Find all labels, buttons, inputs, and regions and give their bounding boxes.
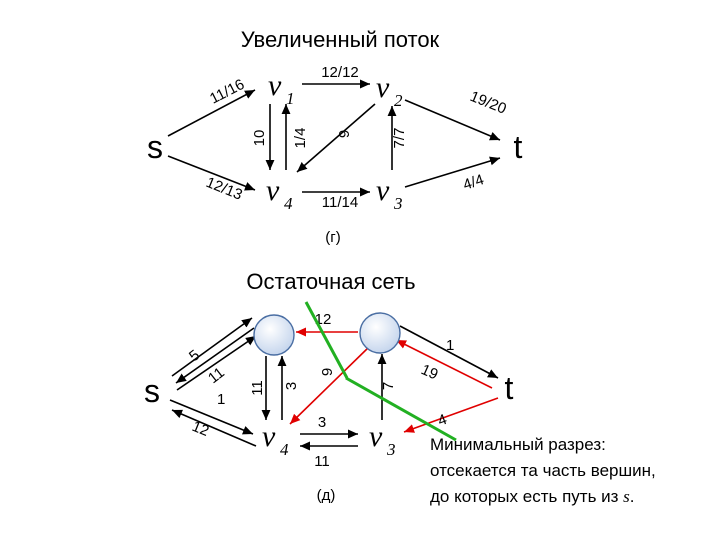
- edge-s-v1: [167, 89, 256, 137]
- edge-s-v1-b: [176, 335, 257, 391]
- node-v3-bottom: v 3: [369, 420, 396, 459]
- residual-network-graph: Остаточная сеть 5 11 1 12 11 3 9 7 12: [144, 269, 656, 506]
- svg-text:3: 3: [393, 194, 403, 213]
- min-cut-note-line-3: до которых есть путь из s.: [430, 487, 635, 506]
- min-cut-note-line-2: отсекается та часть вершин,: [430, 461, 656, 480]
- svg-text:4: 4: [280, 440, 289, 459]
- label-v2-v4: 9: [336, 130, 353, 138]
- node-v1-bottom: [253, 314, 295, 356]
- svg-text:v: v: [266, 174, 280, 207]
- label-t-v3: 4: [436, 411, 450, 430]
- svg-text:4: 4: [284, 194, 293, 213]
- svg-text:v: v: [262, 420, 276, 453]
- node-v1-top: v 1: [268, 69, 295, 108]
- label-v1-v4: 11: [249, 380, 266, 396]
- edge-s-v4: [167, 155, 256, 191]
- min-cut-note: Минимальный разрез: отсекается та часть …: [430, 435, 656, 506]
- label-s-v4: 1: [217, 391, 225, 408]
- label-v4-v1: 3: [283, 382, 300, 390]
- node-t-top: t: [514, 129, 523, 165]
- augmented-flow-graph: Увеличенный поток 11/16 12/13 12/12 19/2…: [147, 27, 523, 246]
- label-t-v2: 19: [418, 361, 440, 383]
- label-v3-v4: 11: [314, 453, 330, 470]
- node-v2-bottom: [359, 312, 401, 354]
- edge-v3-t: [404, 156, 501, 188]
- node-s-top: s: [147, 129, 163, 165]
- edge-v2-t: [399, 325, 499, 379]
- residual-network-title: Остаточная сеть: [246, 269, 415, 294]
- edge-t-v2: [395, 339, 493, 389]
- label-v4-v3: 3: [318, 414, 326, 431]
- edge-s-v4: [169, 399, 254, 435]
- node-s-bottom: s: [144, 373, 160, 409]
- edge-s-v1-a: [171, 317, 253, 377]
- node-v4-top: v 4: [266, 174, 293, 213]
- node-v2-top: v 2: [376, 71, 403, 110]
- edge-v2-v4: [296, 103, 376, 173]
- node-v3-top: v 3: [376, 174, 403, 213]
- min-cut-line-right: [345, 376, 457, 442]
- label-v4-v3: 11/14: [322, 194, 358, 211]
- label-v2-t: 19/20: [468, 88, 509, 118]
- label-v2-v4: 9: [319, 368, 336, 376]
- svg-text:v: v: [369, 420, 383, 453]
- label-v3-v2: 7/7: [391, 128, 408, 149]
- svg-text:3: 3: [386, 440, 396, 459]
- min-cut-note-line-1: Минимальный разрез:: [430, 435, 606, 454]
- label-v1-v4-left: 10: [251, 130, 268, 147]
- caption-g: (г): [325, 229, 340, 246]
- node-t-bottom: t: [505, 370, 514, 406]
- node-v4-bottom: v 4: [262, 420, 289, 459]
- edge-v2-t: [404, 99, 501, 141]
- edge-t-v3: [403, 397, 499, 433]
- edge-v2-v4: [289, 345, 371, 425]
- label-v1-v4-right: 1/4: [292, 128, 309, 149]
- label-v3-v2: 7: [380, 382, 397, 390]
- augmented-flow-title: Увеличенный поток: [241, 27, 440, 52]
- edge-v1-s: [175, 327, 255, 384]
- svg-text:v: v: [376, 174, 390, 207]
- svg-text:v: v: [376, 71, 390, 104]
- svg-text:2: 2: [394, 91, 403, 110]
- label-s-v1: 11/16: [207, 76, 247, 108]
- caption-d: (д): [317, 487, 336, 504]
- label-v2-t: 1: [446, 337, 454, 354]
- svg-text:1: 1: [286, 89, 295, 108]
- edge-v4-s: [171, 409, 257, 447]
- label-v4-s: 12: [190, 418, 212, 440]
- label-v3-t: 4/4: [461, 171, 486, 194]
- label-v1-v2: 12/12: [321, 64, 359, 81]
- min-cut-line-left: [304, 301, 349, 379]
- svg-text:v: v: [268, 69, 282, 102]
